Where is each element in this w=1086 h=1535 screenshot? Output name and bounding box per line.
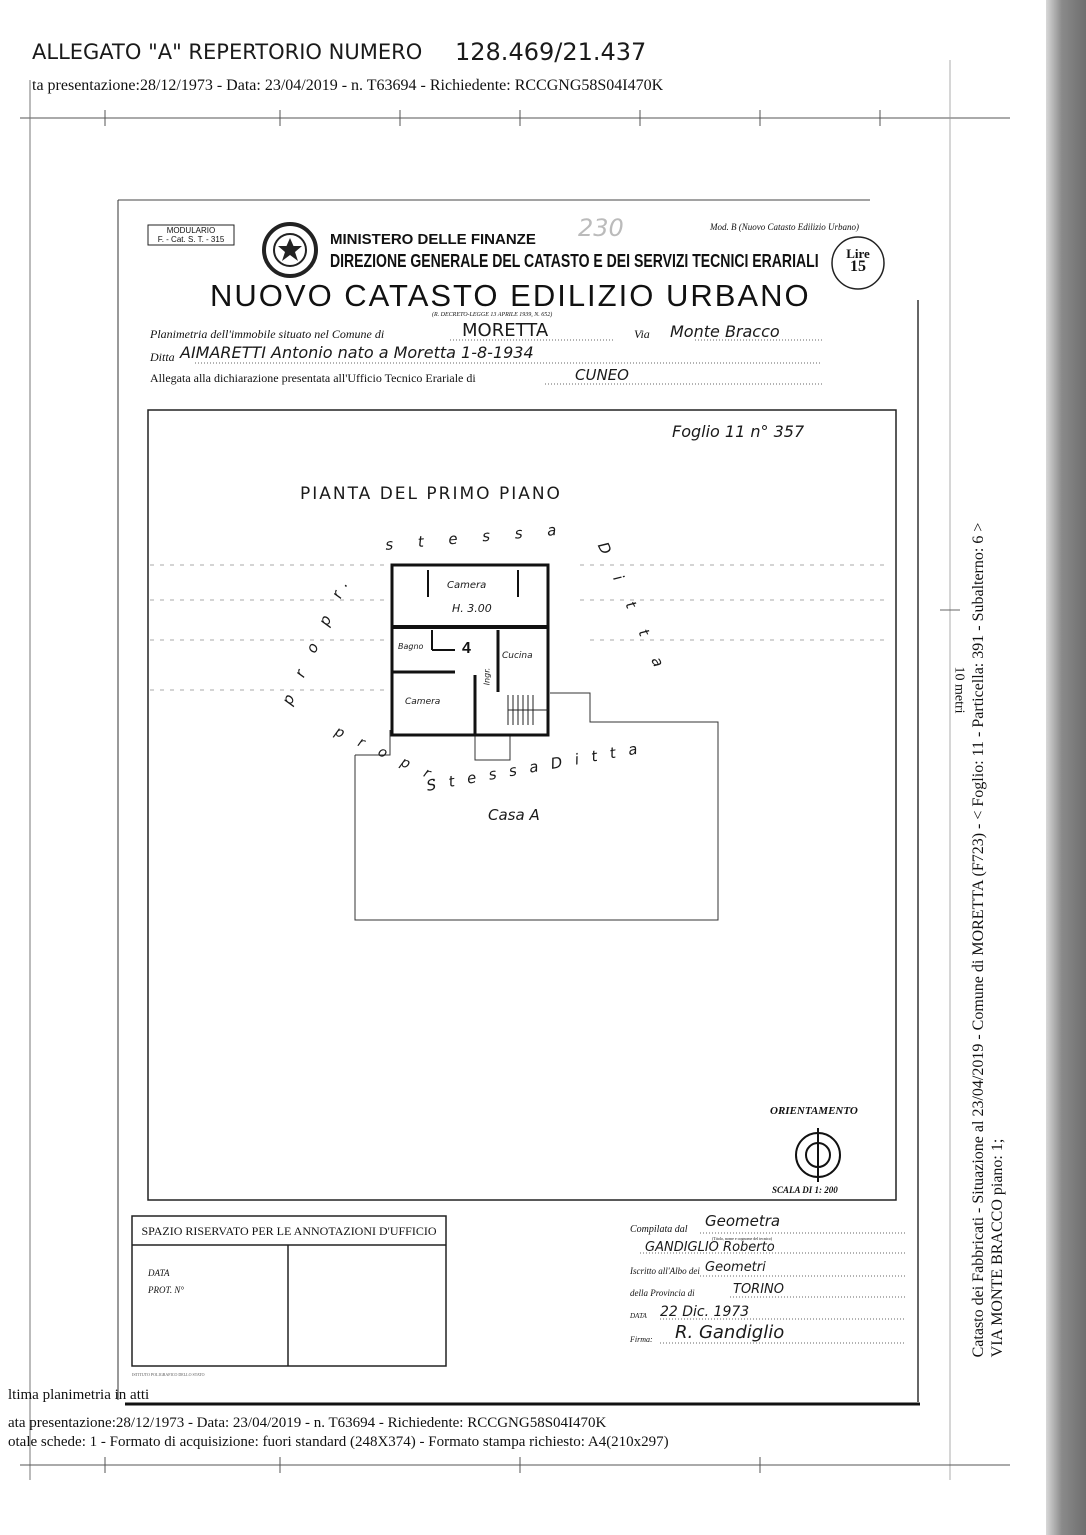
provincia-label: della Provincia di xyxy=(630,1288,695,1298)
ministry-name: MINISTERO DELLE FINANZE xyxy=(330,231,536,248)
modulario-code: F. - Cat. S. T. - 315 xyxy=(157,235,225,244)
plan-title: PIANTA DEL PRIMO PIANO xyxy=(300,484,562,504)
allegata-value: CUNEO xyxy=(575,366,629,384)
via-label: Via xyxy=(634,327,650,341)
via-value: Monte Bracco xyxy=(670,322,780,341)
side-cadastre-text: Catasto dei Fabbricati - Situazione al 2… xyxy=(969,523,1007,1358)
casa-label: Casa A xyxy=(488,806,540,824)
office-box-title: SPAZIO RISERVATO PER LE ANNOTAZIONI D'UF… xyxy=(141,1224,437,1238)
foglio-label: Foglio 11 n° 357 xyxy=(672,422,805,441)
firma-label: Firma: xyxy=(630,1335,653,1344)
orientamento-label: ORIENTAMENTO xyxy=(770,1105,858,1117)
room-cucina: Cucina xyxy=(502,651,533,661)
stamp-lire-text: Lire xyxy=(846,246,870,261)
allegata-label: Allegata alla dichiarazione presentata a… xyxy=(150,371,476,385)
printer-label: ISTITUTO POLIGRAFICO DELLO STATO xyxy=(132,1372,205,1377)
handwritten-mark: 230 xyxy=(578,214,624,242)
comune-value: MORETTA xyxy=(462,320,549,341)
compilata-label: Compilata dal xyxy=(630,1224,688,1235)
compilata-value: Geometra xyxy=(705,1212,781,1230)
room-camera-1: Camera xyxy=(447,580,487,591)
provincia-value: TORINO xyxy=(733,1282,784,1297)
republic-emblem-icon xyxy=(262,222,318,278)
form-title: NUOVO CATASTO EDILIZIO URBANO xyxy=(210,278,811,313)
compiler-name: GANDIGLIO Roberto xyxy=(645,1240,775,1255)
stamp-value: 15 xyxy=(850,258,866,275)
office-data-label: DATA xyxy=(148,1268,170,1278)
footer-line-1: ata presentazione:28/12/1973 - Data: 23/… xyxy=(8,1415,607,1431)
iscritto-label: Iscritto all'Albo dei xyxy=(630,1266,700,1276)
room-bagno: Bagno xyxy=(398,642,424,651)
side-line-2: VIA MONTE BRACCO piano: 1; xyxy=(989,1138,1006,1358)
north-arrow-icon xyxy=(795,1128,841,1182)
direction-name: DIREZIONE GENERALE DEL CATASTO E DEI SER… xyxy=(330,251,819,271)
modulario-text: MODULARIO xyxy=(166,226,216,235)
handwritten-repertorio-number: 128.469/21.437 xyxy=(455,38,647,66)
room-camera-2: Camera xyxy=(405,697,441,707)
footer-line-2: otale schede: 1 - Formato di acquisizion… xyxy=(8,1434,669,1450)
unit-number: 4 xyxy=(462,640,471,657)
date-label: DATA xyxy=(630,1312,647,1320)
room-height: H. 3.00 xyxy=(452,602,492,615)
ditta-value: AIMARETTI Antonio nato a Moretta 1-8-193… xyxy=(180,343,534,362)
mod-b-label: Mod. B (Nuovo Catasto Edilizio Urbano) xyxy=(710,222,859,232)
decree-reference: (R. DECRETO-LEGGE 13 APRILE 1939, N. 652… xyxy=(432,312,553,318)
office-prot-label: PROT. N° xyxy=(148,1285,184,1295)
stamp-circle xyxy=(831,236,885,290)
scale-label: SCALA DI 1: 200 xyxy=(772,1185,838,1195)
ditta-label: Ditta xyxy=(150,350,175,364)
iscritto-value: Geometri xyxy=(705,1260,766,1275)
side-scale-mark: 10 metri xyxy=(951,666,967,714)
handwritten-repertorio: ALLEGATO "A" REPERTORIO NUMERO xyxy=(32,40,423,64)
signature: R. Gandiglio xyxy=(675,1322,785,1343)
comune-label: Planimetria dell'immobile situato nel Co… xyxy=(150,327,385,341)
room-ingresso: Ingr. xyxy=(482,667,492,686)
top-submission-line: ta presentazione:28/12/1973 - Data: 23/0… xyxy=(32,77,664,94)
side-line-1: Catasto dei Fabbricati - Situazione al 2… xyxy=(970,522,987,1358)
date-value: 22 Dic. 1973 xyxy=(660,1304,750,1320)
scan-edge xyxy=(1046,0,1086,1535)
ultima-planimetria: ltima planimetria in atti xyxy=(8,1387,150,1403)
compilata-hint: (Titolo, nome e cognome del tecnico) xyxy=(712,1236,773,1241)
